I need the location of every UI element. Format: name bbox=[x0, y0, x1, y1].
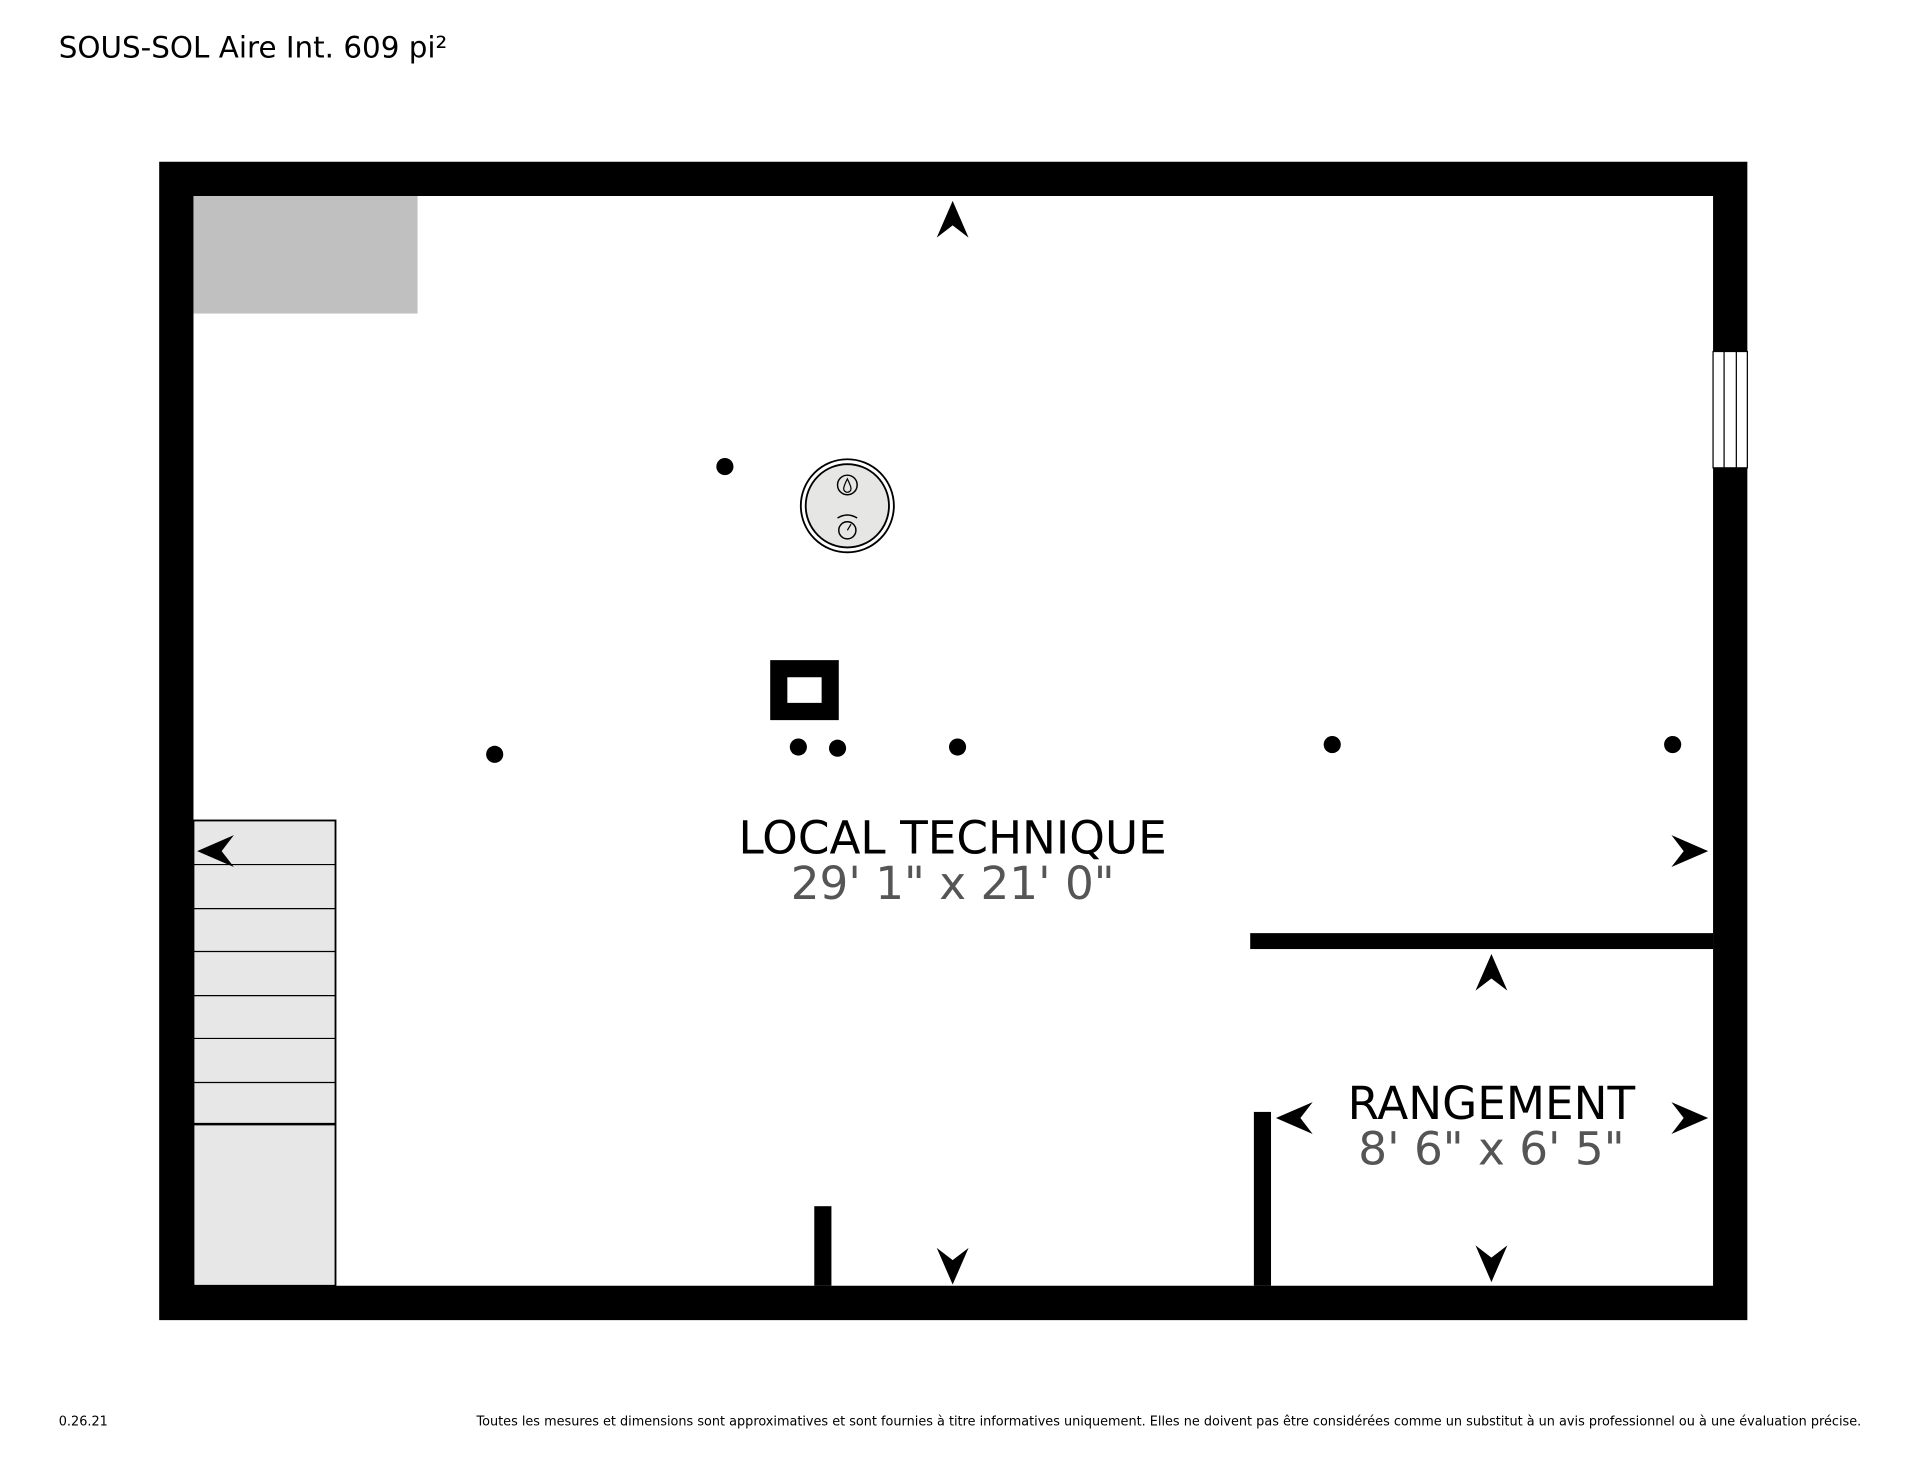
post bbox=[716, 458, 734, 476]
room-name: RANGEMENT bbox=[1348, 1077, 1636, 1130]
staircase bbox=[192, 819, 337, 1287]
arrow-left-icon bbox=[1275, 1102, 1313, 1134]
water-heater-icon bbox=[799, 458, 895, 554]
post bbox=[486, 745, 504, 763]
room-dimensions: 29' 1" x 21' 0" bbox=[791, 857, 1115, 910]
disclaimer: Toutes les mesures et dimensions sont ap… bbox=[475, 1414, 1861, 1429]
arrow-right-icon bbox=[1671, 835, 1709, 868]
interior-wall-horizontal bbox=[1250, 933, 1714, 950]
interior-wall-rangement bbox=[1253, 1111, 1272, 1286]
arrow-down-icon bbox=[1475, 1245, 1508, 1283]
room-dimensions: 8' 6" x 6' 5" bbox=[1358, 1123, 1624, 1176]
arrow-left-icon bbox=[197, 835, 234, 868]
arrow-down-icon bbox=[936, 1247, 969, 1285]
room-name: LOCAL TECHNIQUE bbox=[739, 812, 1167, 865]
arrow-up-icon bbox=[936, 200, 969, 238]
post bbox=[828, 739, 847, 757]
floor-title: SOUS-SOL Aire Int. 609 pi² bbox=[59, 31, 448, 65]
window bbox=[1712, 350, 1748, 469]
arrow-right-icon bbox=[1671, 1102, 1709, 1134]
post bbox=[1664, 735, 1682, 754]
post bbox=[789, 738, 807, 756]
chimney bbox=[770, 660, 839, 721]
post bbox=[1323, 735, 1341, 754]
arrow-up-icon bbox=[1475, 953, 1508, 991]
post bbox=[948, 738, 967, 756]
version-label: 0.26.21 bbox=[59, 1414, 108, 1429]
interior-wall-stub bbox=[814, 1206, 832, 1286]
gray-block bbox=[193, 195, 418, 314]
